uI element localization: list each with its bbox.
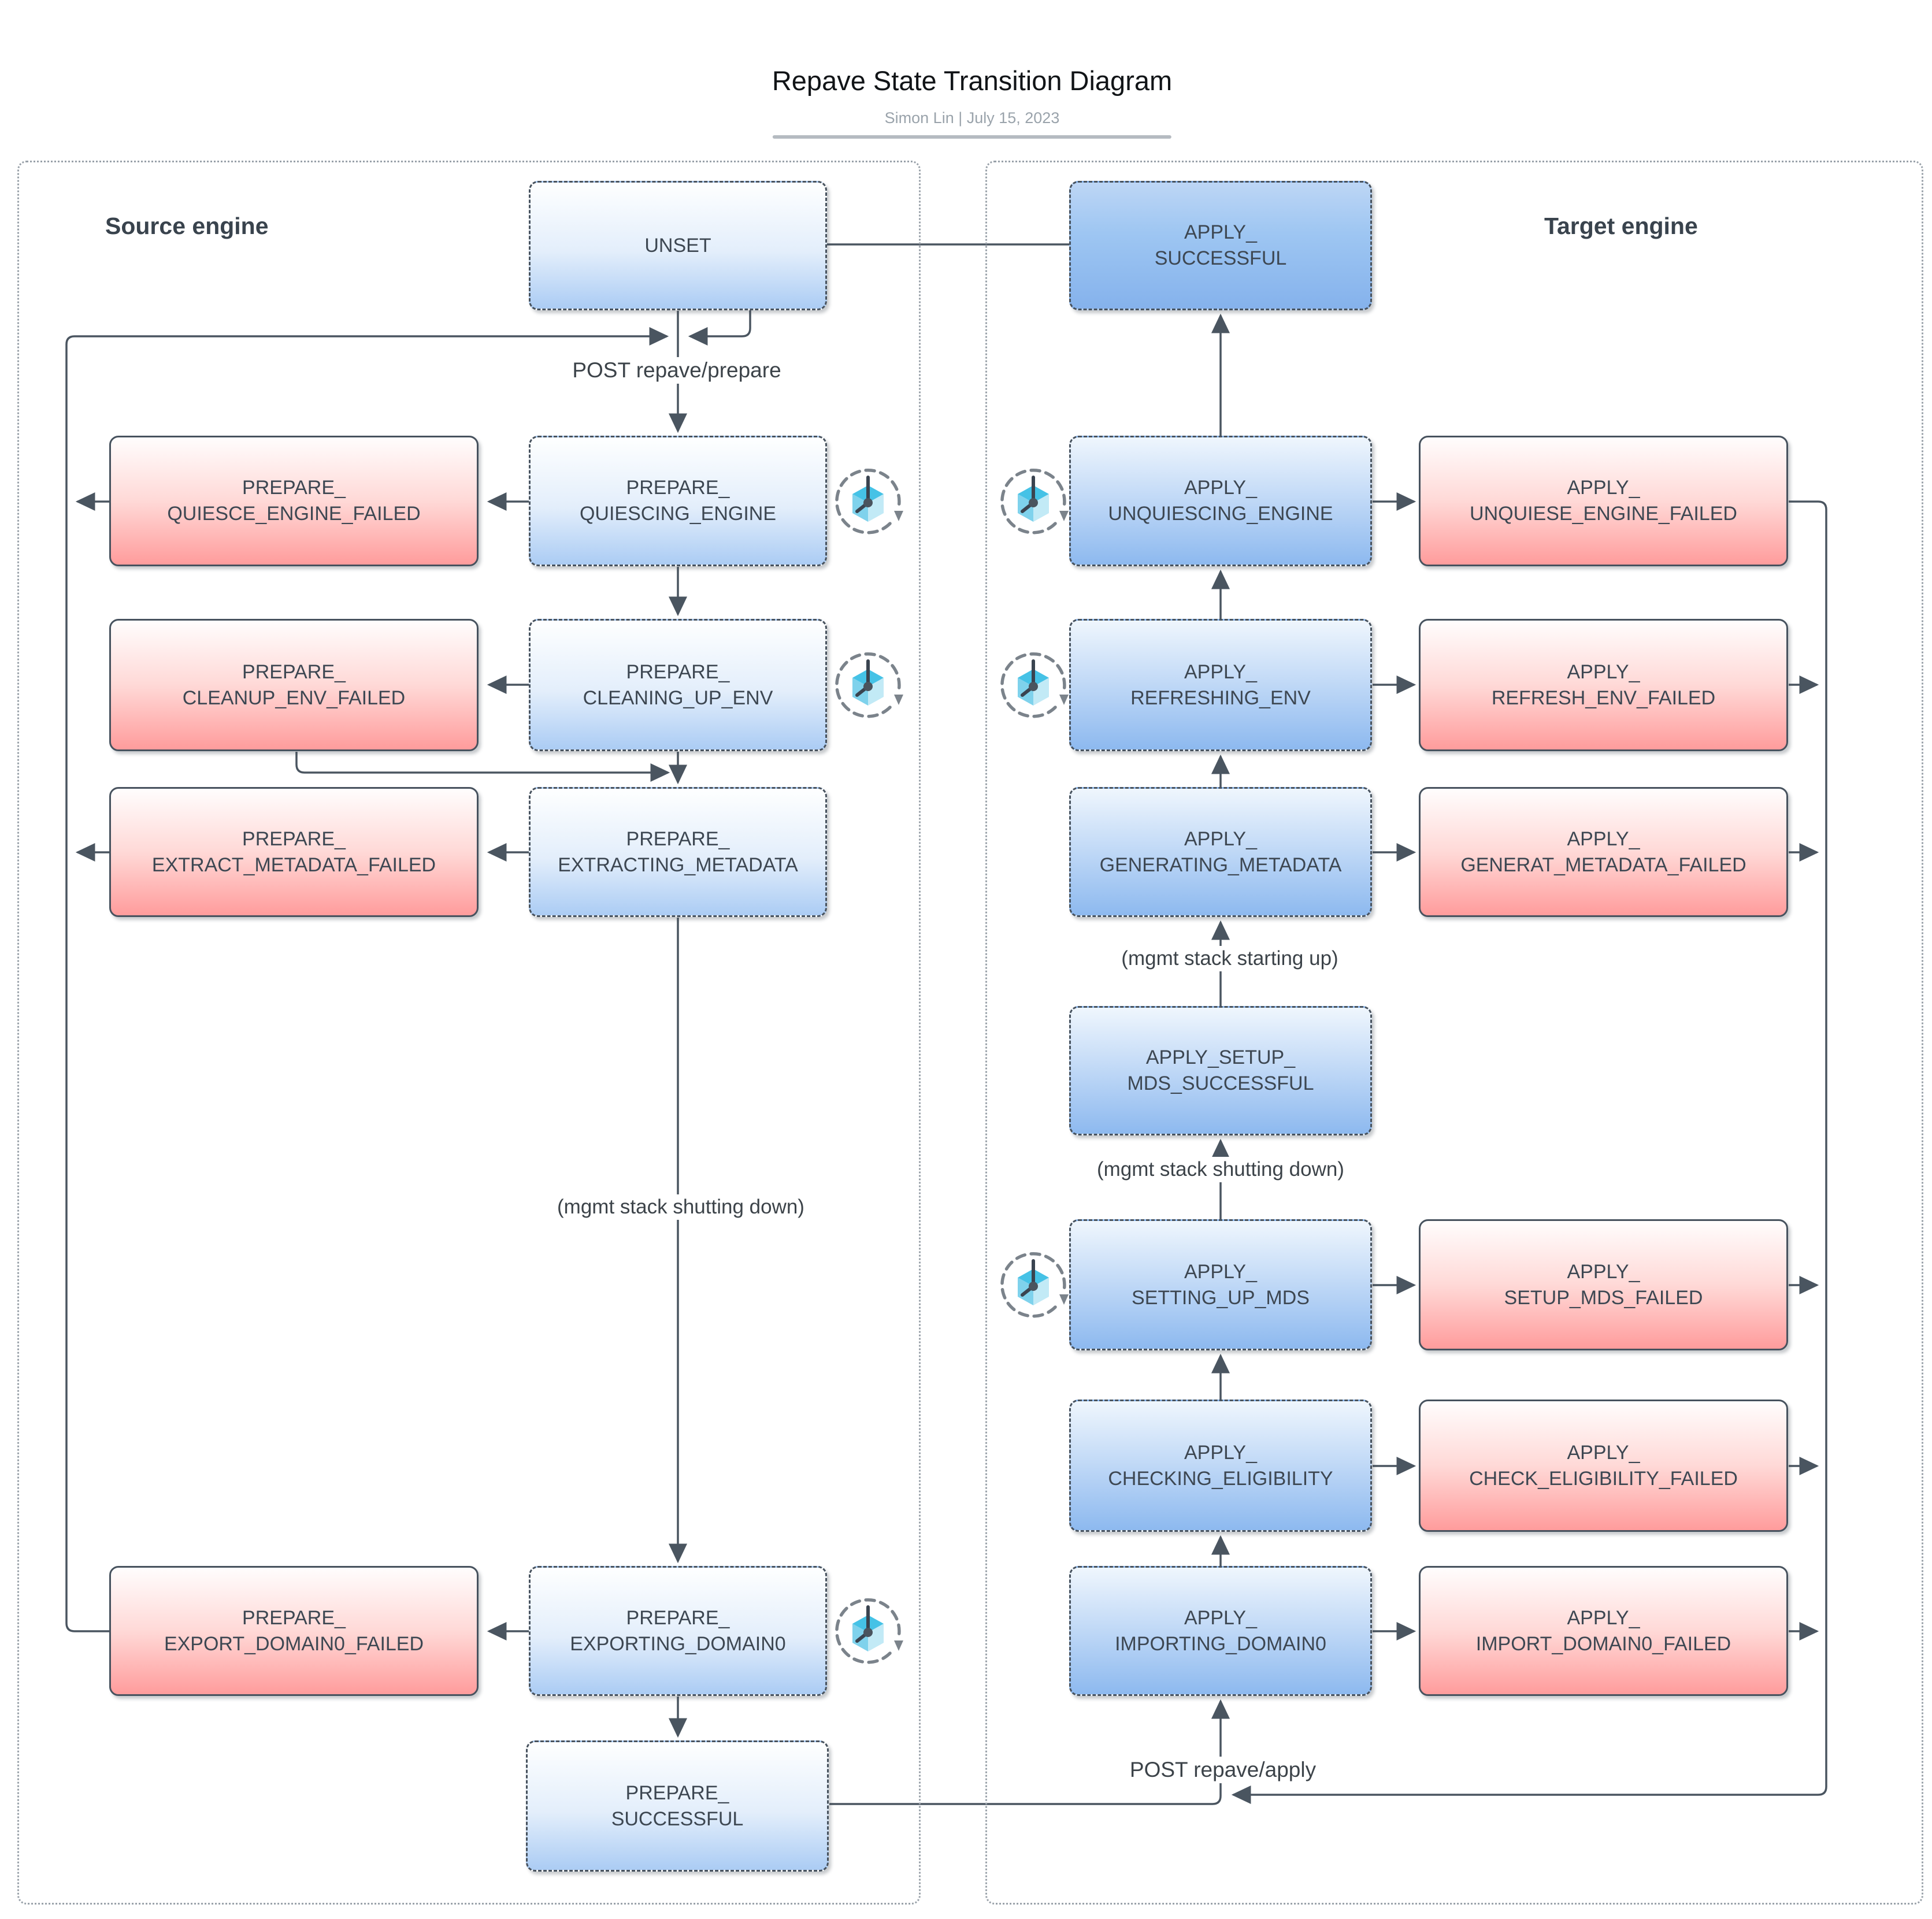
state-prepare-export-domain0-failed: PREPARE_ EXPORT_DOMAIN0_FAILED [109, 1566, 479, 1696]
state-apply-import-domain0-failed: APPLY_ IMPORT_DOMAIN0_FAILED [1419, 1566, 1788, 1696]
state-prepare-quiescing-engine: PREPARE_ QUIESCING_ENGINE [529, 436, 827, 566]
retry-timer-icon [835, 468, 903, 535]
state-label: APPLY_ SETUP_MDS_FAILED [1504, 1260, 1703, 1309]
title-block: Repave State Transition Diagram Simon Li… [772, 65, 1172, 139]
state-label: APPLY_ GENERAT_METADATA_FAILED [1460, 827, 1746, 876]
state-label: PREPARE_ EXPORTING_DOMAIN0 [570, 1606, 786, 1655]
state-label: APPLY_ REFRESH_ENV_FAILED [1491, 660, 1716, 709]
page-subtitle: Simon Lin | July 15, 2023 [884, 109, 1060, 127]
state-label: PREPARE_ EXTRACT_METADATA_FAILED [151, 827, 436, 876]
state-apply-checking-eligibility: APPLY_ CHECKING_ELIGIBILITY [1069, 1400, 1372, 1532]
state-apply-unquiese-engine-failed: APPLY_ UNQUIESE_ENGINE_FAILED [1419, 436, 1788, 566]
state-label: APPLY_ UNQUIESCING_ENGINE [1108, 477, 1333, 525]
state-label: APPLY_ SUCCESSFUL [1154, 221, 1287, 269]
state-prepare-cleanup-env-failed: PREPARE_ CLEANUP_ENV_FAILED [109, 619, 479, 751]
source-engine-container [17, 161, 921, 1905]
source-engine-label: Source engine [105, 213, 269, 239]
state-prepare-extracting-metadata: PREPARE_ EXTRACTING_METADATA [529, 787, 827, 917]
state-apply-unquiescing-engine: APPLY_ UNQUIESCING_ENGINE [1069, 436, 1372, 566]
edge-label: POST repave/prepare [566, 357, 787, 384]
state-apply-refresh-env-failed: APPLY_ REFRESH_ENV_FAILED [1419, 619, 1788, 751]
retry-timer-icon [835, 652, 903, 718]
state-prepare-quiesce-engine-failed: PREPARE_ QUIESCE_ENGINE_FAILED [109, 436, 479, 566]
edge-label: (mgmt stack shutting down) [1091, 1157, 1350, 1182]
state-label: PREPARE_ CLEANING_UP_ENV [583, 660, 773, 709]
state-label: PREPARE_ EXPORT_DOMAIN0_FAILED [164, 1606, 424, 1655]
state-label: PREPARE_ SUCCESSFUL [611, 1781, 744, 1830]
state-label: APPLY_ REFRESHING_ENV [1130, 660, 1311, 709]
state-apply-check-eligibility-failed: APPLY_ CHECK_ELIGIBILITY_FAILED [1419, 1400, 1788, 1532]
page-title: Repave State Transition Diagram [772, 65, 1173, 96]
state-label: UNSET [644, 234, 711, 257]
edge-label: POST repave/apply [1123, 1757, 1322, 1783]
edge-label: (mgmt stack shutting down) [551, 1194, 810, 1220]
transition-edge [295, 752, 670, 782]
edge-label: (mgmt stack starting up) [1115, 946, 1344, 971]
state-prepare-exporting-domain0: PREPARE_ EXPORTING_DOMAIN0 [529, 1566, 827, 1696]
state-label: APPLY_ CHECKING_ELIGIBILITY [1108, 1441, 1333, 1490]
retry-timer-icon [1000, 468, 1069, 535]
retry-timer-icon [835, 1598, 903, 1664]
state-apply-successful: APPLY_ SUCCESSFUL [1069, 181, 1372, 310]
state-label: PREPARE_ QUIESCE_ENGINE_FAILED [167, 477, 421, 525]
state-label: APPLY_ IMPORT_DOMAIN0_FAILED [1475, 1606, 1731, 1655]
target-engine-label: Target engine [1544, 213, 1698, 239]
state-label: APPLY_SETUP_ MDS_SUCCESSFUL [1127, 1046, 1314, 1094]
state-unset: UNSET [529, 181, 827, 310]
state-label: APPLY_ SETTING_UP_MDS [1132, 1260, 1310, 1309]
state-label: APPLY_ GENERATING_METADATA [1099, 827, 1342, 876]
transition-edge [1231, 500, 1827, 1805]
state-label: APPLY_ UNQUIESE_ENGINE_FAILED [1470, 477, 1737, 525]
target-engine-container [985, 161, 1923, 1905]
state-label: PREPARE_ EXTRACTING_METADATA [558, 827, 798, 876]
state-prepare-cleaning-up-env: PREPARE_ CLEANING_UP_ENV [529, 619, 827, 751]
state-apply-generating-metadata: APPLY_ GENERATING_METADATA [1069, 787, 1372, 917]
state-prepare-extract-metadata-failed: PREPARE_ EXTRACT_METADATA_FAILED [109, 787, 479, 917]
retry-timer-icon [1000, 1252, 1069, 1318]
state-apply-refreshing-env: APPLY_ REFRESHING_ENV [1069, 619, 1372, 751]
retry-timer-icon [1000, 652, 1069, 718]
state-label: PREPARE_ CLEANUP_ENV_FAILED [182, 660, 406, 709]
state-apply-importing-domain0: APPLY_ IMPORTING_DOMAIN0 [1069, 1566, 1372, 1696]
title-divider [772, 135, 1171, 139]
state-apply-generat-metadata-failed: APPLY_ GENERAT_METADATA_FAILED [1419, 787, 1788, 917]
state-label: PREPARE_ QUIESCING_ENGINE [579, 477, 777, 525]
state-apply-setup-mds-failed: APPLY_ SETUP_MDS_FAILED [1419, 1219, 1788, 1350]
transition-edge [829, 1699, 1230, 1805]
transition-edge [65, 326, 669, 1632]
state-prepare-successful: PREPARE_ SUCCESSFUL [526, 1740, 829, 1872]
state-apply-setup-mds-successful: APPLY_SETUP_ MDS_SUCCESSFUL [1069, 1006, 1372, 1135]
state-label: APPLY_ IMPORTING_DOMAIN0 [1115, 1606, 1326, 1655]
state-apply-setting-up-mds: APPLY_ SETTING_UP_MDS [1069, 1219, 1372, 1350]
state-label: APPLY_ CHECK_ELIGIBILITY_FAILED [1469, 1441, 1738, 1490]
